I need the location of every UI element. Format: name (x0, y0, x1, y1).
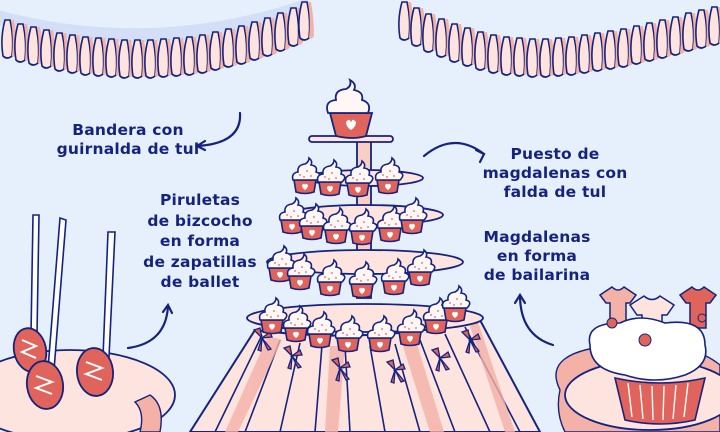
arrow-magdalenas (518, 293, 555, 347)
label-puesto-magdalenas: Puesto de magdalenas con falda de tul (470, 145, 640, 202)
label-line: Magdalenas (483, 228, 591, 246)
ballerina-cupcakes (555, 286, 720, 432)
label-magdalenas-bailarina: Magdalenas en forma de bailarina (462, 228, 612, 285)
label-line: Puesto de (510, 145, 600, 163)
label-line: de ballet (160, 273, 240, 291)
label-line: de bailarina (483, 266, 591, 284)
label-bandera-guirnalda: Bandera con guirnalda de tul (38, 121, 218, 159)
garland-right (398, 1, 720, 78)
garland-left (0, 0, 315, 79)
label-piruletas-bizcocho: Piruletas de bizcocho en forma de zapati… (132, 190, 268, 293)
cake-pops-ballet-shoes (0, 214, 176, 432)
label-line: falda de tul (503, 183, 607, 201)
label-line: magdalenas con (482, 164, 628, 182)
label-line: Bandera con (72, 121, 184, 139)
label-line: en forma (496, 247, 578, 265)
arrow-bandera (196, 111, 242, 148)
label-line: guirnalda de tul (56, 140, 200, 158)
arrow-piruletas (126, 304, 170, 350)
label-line: en forma (159, 232, 241, 250)
label-line: de bizcocho (147, 211, 253, 230)
label-line: de zapatillas (143, 252, 257, 271)
arrows (126, 111, 555, 350)
label-line: Piruletas (159, 191, 241, 209)
cupcake-stand (188, 78, 542, 432)
